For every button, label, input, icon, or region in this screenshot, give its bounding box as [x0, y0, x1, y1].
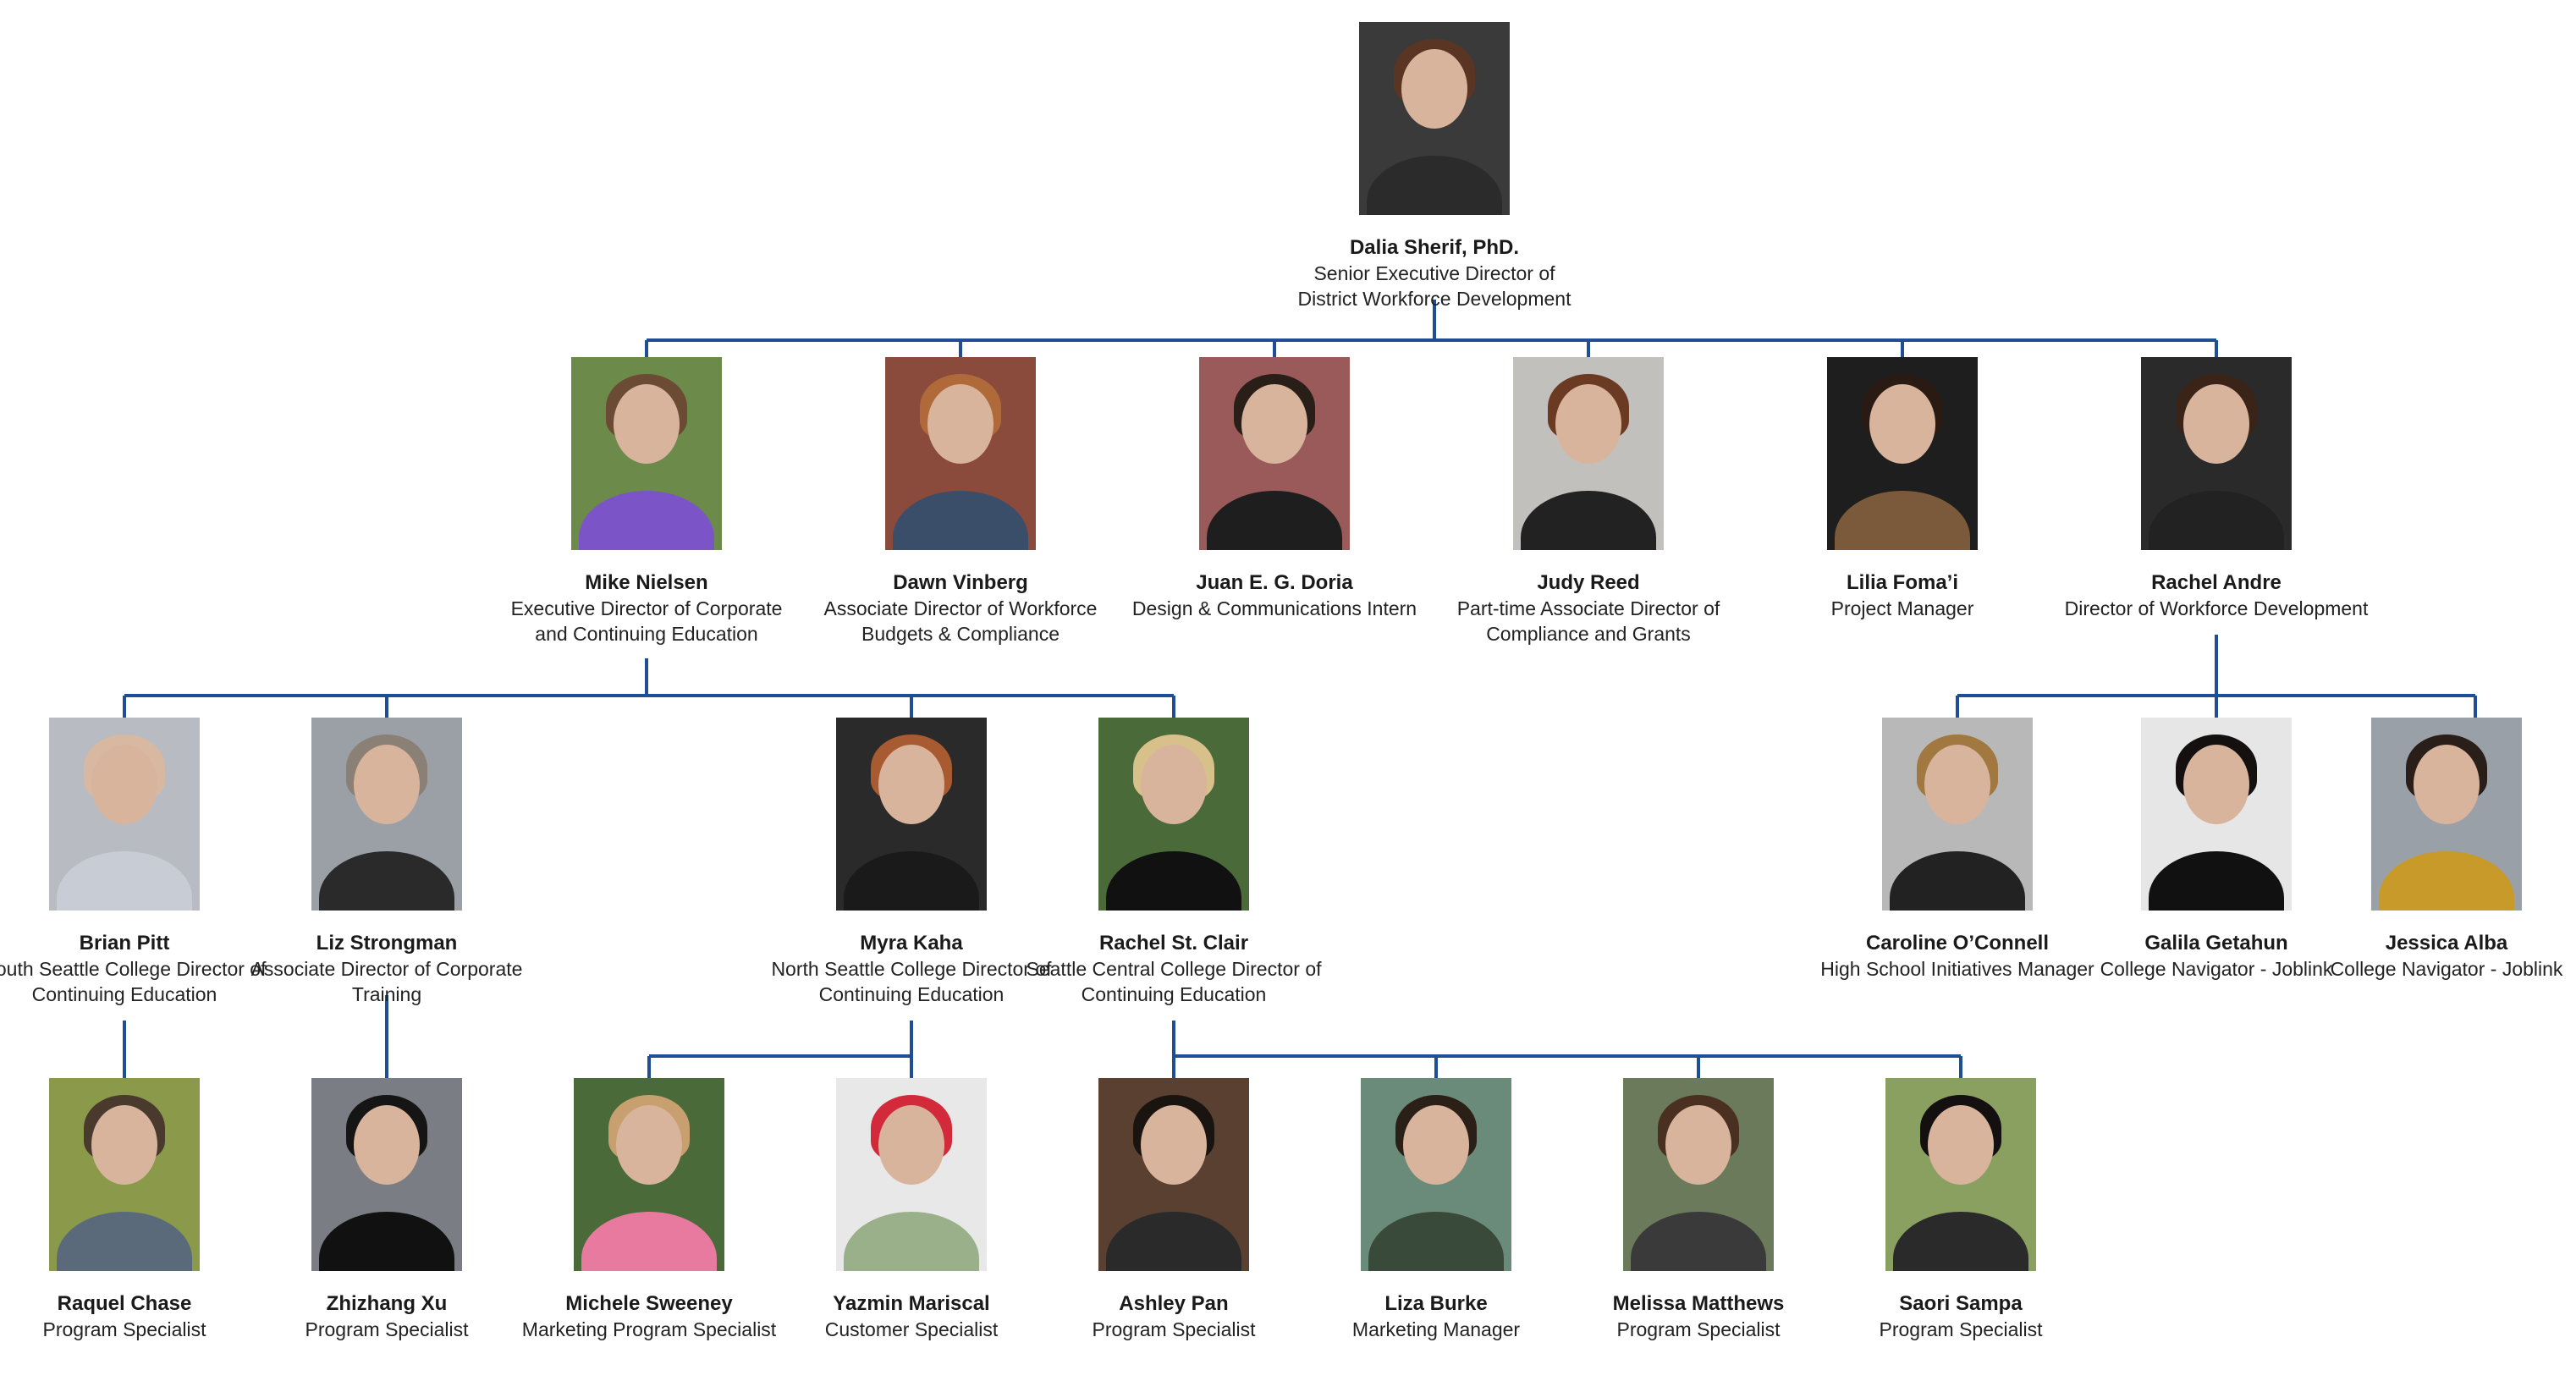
title-juan-doria: Design & Communications Intern: [1131, 597, 1417, 619]
photo-caroline-oconnell: [1882, 718, 2033, 911]
node-judy-reed: Judy Reed Part-time Associate Director o…: [1436, 357, 1741, 646]
name-lilia-fomai: Lilia Foma’i: [1846, 571, 1959, 594]
node-jessica-alba: Jessica Alba College Navigator - Joblink: [2320, 718, 2573, 982]
node-myra-kaha: Myra Kaha North Seattle College Director…: [759, 718, 1064, 1007]
photo-brian-pitt: [49, 718, 200, 911]
title-liza-burke: Marketing Manager: [1351, 1318, 1521, 1340]
node-saori-sampa: Saori Sampa Program Specialist: [1808, 1078, 2113, 1342]
name-liz-strongman: Liz Strongman: [316, 932, 458, 955]
name-ashley-pan: Ashley Pan: [1119, 1292, 1229, 1315]
name-rachel-andre: Rachel Andre: [2151, 571, 2282, 594]
photo-zhizhang-xu: [311, 1078, 462, 1271]
photo-mike-nielsen: [571, 357, 722, 550]
photo-ashley-pan: [1098, 1078, 1249, 1271]
name-myra-kaha: Myra Kaha: [860, 932, 963, 955]
title-rachel-st-clair: Seattle Central College Director of Cont…: [1026, 958, 1322, 1005]
title-liz-strongman: Associate Director of Corporate Training: [250, 958, 523, 1005]
title-caroline-oconnell: High School Initiatives Manager: [1820, 958, 2094, 980]
photo-saori-sampa: [1885, 1078, 2036, 1271]
photo-dalia-sherif: [1359, 22, 1510, 215]
node-lilia-fomai: Lilia Foma’i Project Manager: [1750, 357, 2055, 621]
photo-dawn-vinberg: [885, 357, 1036, 550]
node-yazmin-mariscal: Yazmin Mariscal Customer Specialist: [759, 1078, 1064, 1342]
name-yazmin-mariscal: Yazmin Mariscal: [833, 1292, 990, 1315]
node-liza-burke: Liza Burke Marketing Manager: [1284, 1078, 1588, 1342]
title-mike-nielsen: Executive Director of Corporate and Cont…: [510, 597, 783, 645]
photo-galila-getahun: [2141, 718, 2292, 911]
node-rachel-andre: Rachel Andre Director of Workforce Devel…: [2064, 357, 2369, 621]
title-lilia-fomai: Project Manager: [1830, 597, 1974, 619]
node-galila-getahun: Galila Getahun College Navigator - Jobli…: [2064, 718, 2369, 982]
name-dalia-sherif: Dalia Sherif, PhD.: [1349, 236, 1520, 259]
name-saori-sampa: Saori Sampa: [1899, 1292, 2023, 1315]
title-jessica-alba: College Navigator - Joblink: [2330, 958, 2563, 980]
title-galila-getahun: College Navigator - Joblink: [2100, 958, 2333, 980]
title-dawn-vinberg: Associate Director of Workforce Budgets …: [823, 597, 1098, 645]
name-galila-getahun: Galila Getahun: [2144, 932, 2288, 955]
title-zhizhang-xu: Program Specialist: [305, 1318, 469, 1340]
photo-juan-doria: [1199, 357, 1350, 550]
photo-liza-burke: [1361, 1078, 1511, 1271]
node-dalia-sherif: Dalia Sherif, PhD. Senior Executive Dire…: [1282, 22, 1587, 311]
title-myra-kaha: North Seattle College Director of Contin…: [771, 958, 1052, 1005]
name-zhizhang-xu: Zhizhang Xu: [326, 1292, 448, 1315]
name-judy-reed: Judy Reed: [1537, 571, 1640, 594]
name-raquel-chase: Raquel Chase: [57, 1292, 192, 1315]
title-yazmin-mariscal: Customer Specialist: [824, 1318, 999, 1340]
node-ashley-pan: Ashley Pan Program Specialist: [1021, 1078, 1326, 1342]
name-dawn-vinberg: Dawn Vinberg: [893, 571, 1028, 594]
title-rachel-andre: Director of Workforce Development: [2064, 597, 2369, 619]
title-melissa-matthews: Program Specialist: [1616, 1318, 1781, 1340]
title-brian-pitt: South Seattle College Director of Contin…: [0, 958, 267, 1005]
title-ashley-pan: Program Specialist: [1092, 1318, 1256, 1340]
photo-raquel-chase: [49, 1078, 200, 1271]
name-melissa-matthews: Melissa Matthews: [1612, 1292, 1785, 1315]
photo-judy-reed: [1513, 357, 1664, 550]
node-juan-doria: Juan E. G. Doria Design & Communications…: [1122, 357, 1427, 621]
photo-melissa-matthews: [1623, 1078, 1774, 1271]
name-caroline-oconnell: Caroline O’Connell: [1865, 932, 2050, 955]
photo-rachel-st-clair: [1098, 718, 1249, 911]
node-michele-sweeney: Michele Sweeney Marketing Program Specia…: [497, 1078, 801, 1342]
node-zhizhang-xu: Zhizhang Xu Program Specialist: [234, 1078, 539, 1342]
node-caroline-oconnell: Caroline O’Connell High School Initiativ…: [1805, 718, 2110, 982]
title-judy-reed: Part-time Associate Director of Complian…: [1456, 597, 1720, 645]
name-mike-nielsen: Mike Nielsen: [585, 571, 708, 594]
title-saori-sampa: Program Specialist: [1879, 1318, 2043, 1340]
node-brian-pitt: Brian Pitt South Seattle College Directo…: [0, 718, 277, 1007]
node-dawn-vinberg: Dawn Vinberg Associate Director of Workf…: [808, 357, 1113, 646]
photo-yazmin-mariscal: [836, 1078, 987, 1271]
name-brian-pitt: Brian Pitt: [79, 932, 170, 955]
title-raquel-chase: Program Specialist: [42, 1318, 206, 1340]
name-liza-burke: Liza Burke: [1384, 1292, 1488, 1315]
name-juan-doria: Juan E. G. Doria: [1196, 571, 1353, 594]
photo-liz-strongman: [311, 718, 462, 911]
photo-rachel-andre: [2141, 357, 2292, 550]
photo-myra-kaha: [836, 718, 987, 911]
node-raquel-chase: Raquel Chase Program Specialist: [0, 1078, 277, 1342]
node-mike-nielsen: Mike Nielsen Executive Director of Corpo…: [494, 357, 799, 646]
photo-jessica-alba: [2371, 718, 2522, 911]
title-michele-sweeney: Marketing Program Specialist: [521, 1318, 777, 1340]
name-michele-sweeney: Michele Sweeney: [565, 1292, 733, 1315]
node-liz-strongman: Liz Strongman Associate Director of Corp…: [234, 718, 539, 1007]
photo-michele-sweeney: [574, 1078, 724, 1271]
node-rachel-st-clair: Rachel St. Clair Seattle Central College…: [1021, 718, 1326, 1007]
name-jessica-alba: Jessica Alba: [2385, 932, 2508, 955]
photo-lilia-fomai: [1827, 357, 1978, 550]
title-dalia-sherif: Senior Executive Director of District Wo…: [1297, 262, 1571, 310]
name-rachel-st-clair: Rachel St. Clair: [1098, 932, 1249, 955]
node-melissa-matthews: Melissa Matthews Program Specialist: [1546, 1078, 1851, 1342]
